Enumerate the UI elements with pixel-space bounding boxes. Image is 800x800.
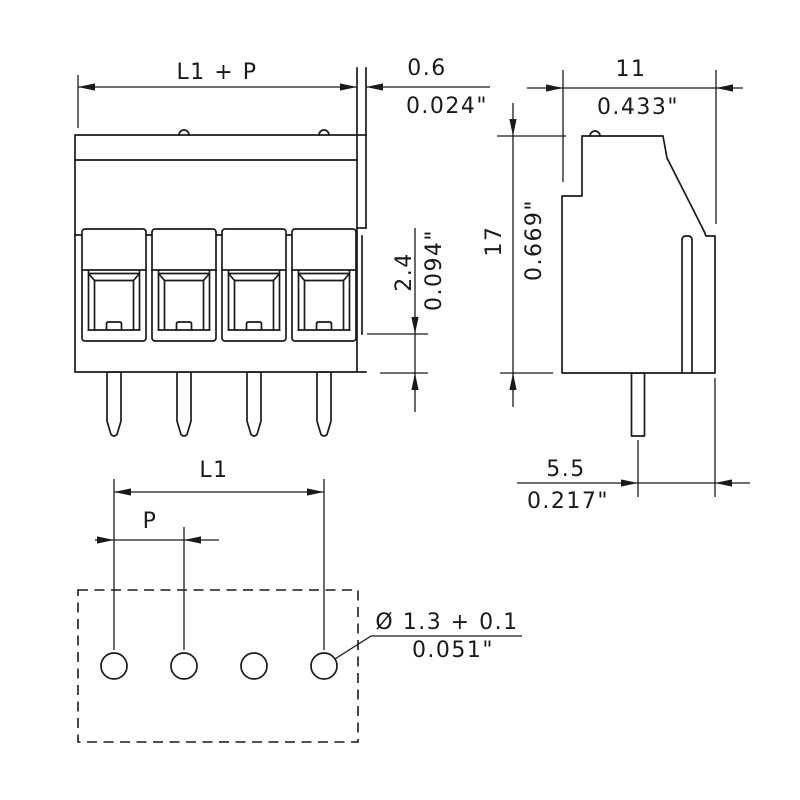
clamp-units <box>81 228 357 342</box>
screw-bump <box>589 130 601 137</box>
pin <box>176 371 192 437</box>
arrowhead <box>78 83 95 91</box>
wire-tab <box>175 321 193 331</box>
arrowhead <box>97 536 114 544</box>
wire-tab <box>245 321 263 331</box>
dimension-hole-diameter: Ø 1.3 + 0.1 0.051" <box>334 610 522 663</box>
drill-hole <box>100 652 128 680</box>
arrowhead <box>716 84 733 92</box>
dimension-inch: 0.669" <box>522 199 547 281</box>
screw-bump <box>318 129 330 136</box>
dimension-inch: 0.433" <box>597 95 679 120</box>
dimension-body-height: 17 0.669" <box>482 103 566 407</box>
dimension-mm: 17 <box>482 226 507 257</box>
arrowhead <box>715 479 732 487</box>
drill-hole <box>310 652 338 680</box>
arrowhead <box>411 317 419 334</box>
clamp-outline <box>81 228 147 342</box>
dimension-label: L1 <box>199 458 228 483</box>
arrowhead <box>621 479 638 487</box>
dimension-inch: 0.024" <box>406 94 488 119</box>
front-view <box>74 67 367 437</box>
dimension-body-width: 11 0.433" <box>527 57 743 224</box>
side-profile-outline <box>561 135 716 374</box>
dimension-inch: 0.217" <box>527 489 609 514</box>
leader-line <box>334 635 522 660</box>
clamp-outline <box>291 228 357 342</box>
dimension-inch: 0.051" <box>412 638 494 663</box>
dimension-pitch: P <box>95 509 219 544</box>
drill-hole <box>170 652 198 680</box>
pin <box>106 371 122 437</box>
clamp-unit <box>291 228 357 342</box>
clamp-outline <box>221 228 287 342</box>
mounting-slot <box>681 235 693 373</box>
arrowhead <box>509 373 517 390</box>
arrowhead <box>366 83 383 91</box>
dimension-mm: 11 <box>616 57 647 82</box>
dimension-inch: 0.094" <box>422 229 447 311</box>
dimension-mm: 5.5 <box>546 457 586 482</box>
wire-tab <box>315 321 333 331</box>
arrowhead <box>509 119 517 136</box>
pcb-footprint-view <box>77 479 359 743</box>
dimension-mm: 0.6 <box>407 56 447 81</box>
dimension-pin-setback: 2.4 0.094" <box>367 228 447 412</box>
dimension-label: P <box>143 509 158 534</box>
arrowhead <box>340 83 357 91</box>
clamp-outline <box>151 228 217 342</box>
dimension-pin-to-edge: 5.5 0.217" <box>517 378 750 514</box>
clamp-unit <box>81 228 147 342</box>
arrowhead <box>114 488 131 496</box>
arrowhead <box>307 488 324 496</box>
front-pins <box>106 371 332 437</box>
footprint-outline-dashed <box>77 589 359 743</box>
arrowhead <box>411 373 419 390</box>
dimension-pitch-length: L1 <box>114 458 324 496</box>
screw-bump <box>178 129 190 136</box>
arrowhead <box>184 536 201 544</box>
drill-hole <box>240 652 268 680</box>
pin <box>246 371 262 437</box>
side-view <box>561 130 716 437</box>
side-pin <box>630 372 646 437</box>
dimension-mm: Ø 1.3 + 0.1 <box>375 610 518 635</box>
pin <box>316 371 332 437</box>
dimension-label: L1 + P <box>177 60 258 85</box>
clamp-unit <box>221 228 287 342</box>
dimension-flange-offset: 0.6 0.024" <box>366 56 490 119</box>
wire-tab <box>105 321 123 331</box>
dimension-total-length: L1 + P <box>77 60 357 128</box>
clamp-unit <box>151 228 217 342</box>
dimension-mm: 2.4 <box>392 252 417 292</box>
arrowhead <box>546 84 563 92</box>
